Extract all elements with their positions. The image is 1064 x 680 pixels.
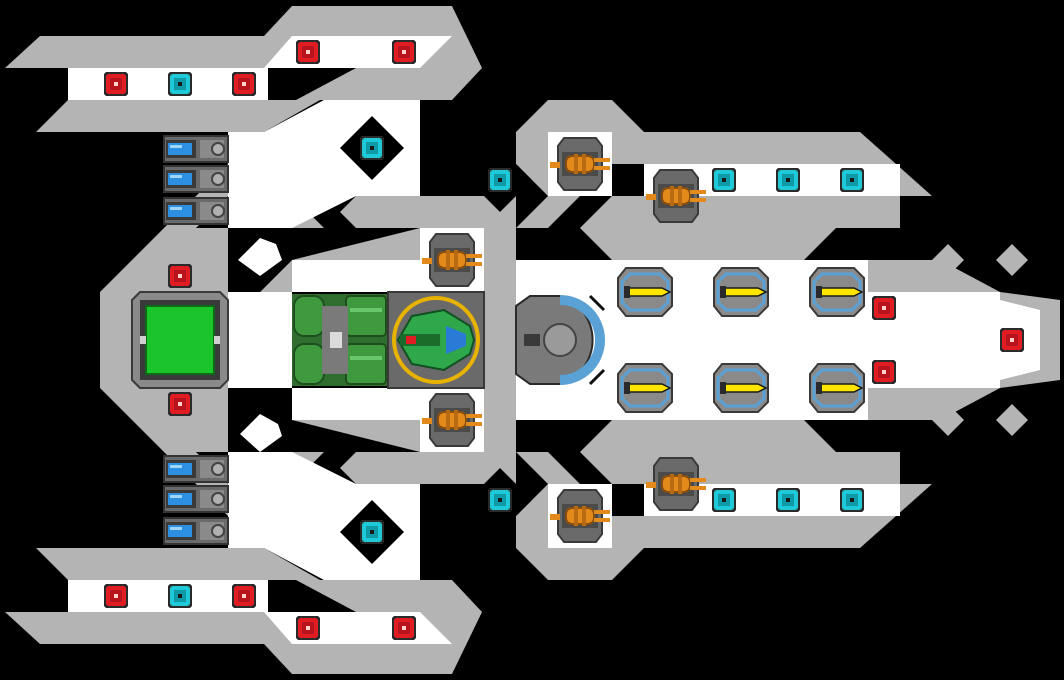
cyan-sensor-node-icon[interactable] bbox=[776, 488, 800, 512]
orange-turret-icon[interactable] bbox=[421, 393, 483, 447]
orange-turret-icon[interactable] bbox=[645, 457, 707, 511]
red-power-node-icon[interactable] bbox=[296, 616, 320, 640]
red-power-node-icon[interactable] bbox=[1000, 328, 1024, 352]
orange-turret-icon[interactable] bbox=[421, 233, 483, 287]
red-power-node-icon[interactable] bbox=[392, 40, 416, 64]
orange-turret-icon[interactable] bbox=[549, 489, 611, 543]
missile-launcher-icon[interactable] bbox=[616, 362, 674, 414]
battery-icon[interactable] bbox=[163, 485, 229, 513]
battery-icon[interactable] bbox=[163, 197, 229, 225]
cyan-sensor-node-icon[interactable] bbox=[776, 168, 800, 192]
thruster-block[interactable] bbox=[292, 294, 388, 386]
shield-dome-icon[interactable] bbox=[515, 294, 606, 386]
cyan-sensor-node-icon[interactable] bbox=[360, 136, 384, 160]
red-power-node-icon[interactable] bbox=[232, 584, 256, 608]
red-power-node-icon[interactable] bbox=[104, 72, 128, 96]
green-cannon-icon[interactable] bbox=[387, 291, 485, 389]
red-power-node-icon[interactable] bbox=[392, 616, 416, 640]
cyan-sensor-node-icon[interactable] bbox=[488, 168, 512, 192]
battery-icon[interactable] bbox=[163, 135, 229, 163]
cyan-sensor-node-icon[interactable] bbox=[168, 72, 192, 96]
red-power-node-icon[interactable] bbox=[168, 264, 192, 288]
cyan-sensor-node-icon[interactable] bbox=[712, 488, 736, 512]
missile-launcher-icon[interactable] bbox=[712, 266, 770, 318]
missile-launcher-icon[interactable] bbox=[616, 266, 674, 318]
cyan-sensor-node-icon[interactable] bbox=[840, 488, 864, 512]
cyan-sensor-node-icon[interactable] bbox=[712, 168, 736, 192]
missile-launcher-icon[interactable] bbox=[808, 362, 866, 414]
cyan-sensor-node-icon[interactable] bbox=[840, 168, 864, 192]
reactor-core-icon[interactable] bbox=[131, 291, 229, 389]
red-power-node-icon[interactable] bbox=[232, 72, 256, 96]
cyan-sensor-node-icon[interactable] bbox=[488, 488, 512, 512]
cyan-sensor-node-icon[interactable] bbox=[360, 520, 384, 544]
red-power-node-icon[interactable] bbox=[168, 392, 192, 416]
cyan-sensor-node-icon[interactable] bbox=[168, 584, 192, 608]
orange-turret-icon[interactable] bbox=[645, 169, 707, 223]
missile-launcher-icon[interactable] bbox=[712, 362, 770, 414]
battery-icon[interactable] bbox=[163, 517, 229, 545]
red-power-node-icon[interactable] bbox=[872, 296, 896, 320]
missile-launcher-icon[interactable] bbox=[808, 266, 866, 318]
battery-icon[interactable] bbox=[163, 165, 229, 193]
battery-icon[interactable] bbox=[163, 455, 229, 483]
red-power-node-icon[interactable] bbox=[872, 360, 896, 384]
orange-turret-icon[interactable] bbox=[549, 137, 611, 191]
red-power-node-icon[interactable] bbox=[296, 40, 320, 64]
red-power-node-icon[interactable] bbox=[104, 584, 128, 608]
